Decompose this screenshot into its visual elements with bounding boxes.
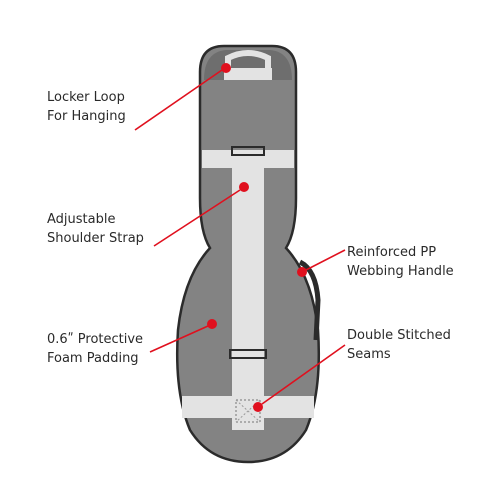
webbing-handle [298, 259, 321, 341]
stitched-square [235, 399, 261, 423]
dot-stitched-seams [253, 402, 263, 412]
callout-line: Locker Loop [47, 90, 125, 105]
callout-stitched-seams: Double Stitched Seams [347, 326, 451, 364]
dot-webbing-handle [297, 267, 307, 277]
leader-webbing-handle [305, 249, 346, 271]
callout-webbing-handle: Reinforced PP Webbing Handle [347, 243, 454, 281]
lower-cross-band [182, 396, 314, 418]
callout-locker-loop: Locker Loop For Hanging [47, 88, 126, 126]
leader-locker-loop [134, 69, 223, 131]
dot-shoulder-strap [239, 182, 249, 192]
callout-line: 0.6ʺ Protective [47, 332, 144, 347]
callout-line: Webbing Handle [347, 264, 454, 279]
callout-line: Adjustable [47, 212, 116, 227]
callout-shoulder-strap: Adjustable Shoulder Strap [47, 210, 144, 248]
callout-line: Seams [347, 347, 391, 362]
dot-foam-padding [207, 319, 217, 329]
locker-loop [225, 50, 271, 70]
callout-line: For Hanging [47, 109, 126, 124]
callout-foam-padding: 0.6ʺ Protective Foam Padding [47, 330, 143, 368]
callout-line: Double Stitched [347, 328, 451, 343]
callout-line: Shoulder Strap [47, 231, 144, 246]
loop-stitch-patch [224, 68, 272, 80]
leader-shoulder-strap [153, 189, 241, 247]
dot-locker-loop [221, 63, 231, 73]
leader-stitched-seams [261, 344, 346, 405]
strap-buckle [231, 146, 265, 156]
callout-line: Reinforced PP [347, 245, 437, 260]
leader-foam-padding [149, 325, 209, 353]
callout-line: Foam Padding [47, 351, 139, 366]
lower-buckle [229, 349, 267, 359]
vertical-strap [232, 150, 264, 430]
